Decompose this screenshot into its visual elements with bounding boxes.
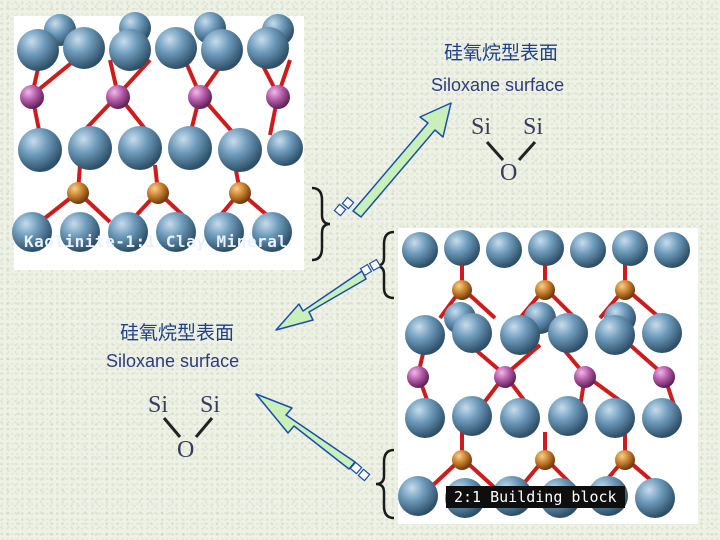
left-si-left: Si (148, 392, 169, 418)
kaolinite-caption: Kaolinite-1:1 Clay Mineral (24, 232, 288, 251)
arrow-up-left (255, 393, 371, 482)
kaolinite-structure-image (12, 12, 304, 270)
top-label-zh: 硅氧烷型表面 (444, 42, 559, 64)
building-block-caption: 2:1 Building block (446, 486, 625, 508)
top-si-right: Si (523, 114, 544, 140)
left-si-right: Si (200, 392, 221, 418)
siloxane-bond-lines-top (485, 141, 537, 161)
left-label-en: Siloxane surface (106, 351, 240, 371)
arrow-up-right (333, 102, 452, 218)
arrow-down-left (275, 258, 382, 331)
top-oxygen: O (500, 160, 518, 186)
building-block-structure-image (398, 228, 698, 524)
top-si-left: Si (471, 114, 492, 140)
siloxane-bond-lines-left (162, 417, 214, 438)
left-oxygen: O (177, 437, 195, 463)
top-label-en: Siloxane surface (431, 75, 565, 95)
left-label-zh: 硅氧烷型表面 (120, 322, 235, 344)
